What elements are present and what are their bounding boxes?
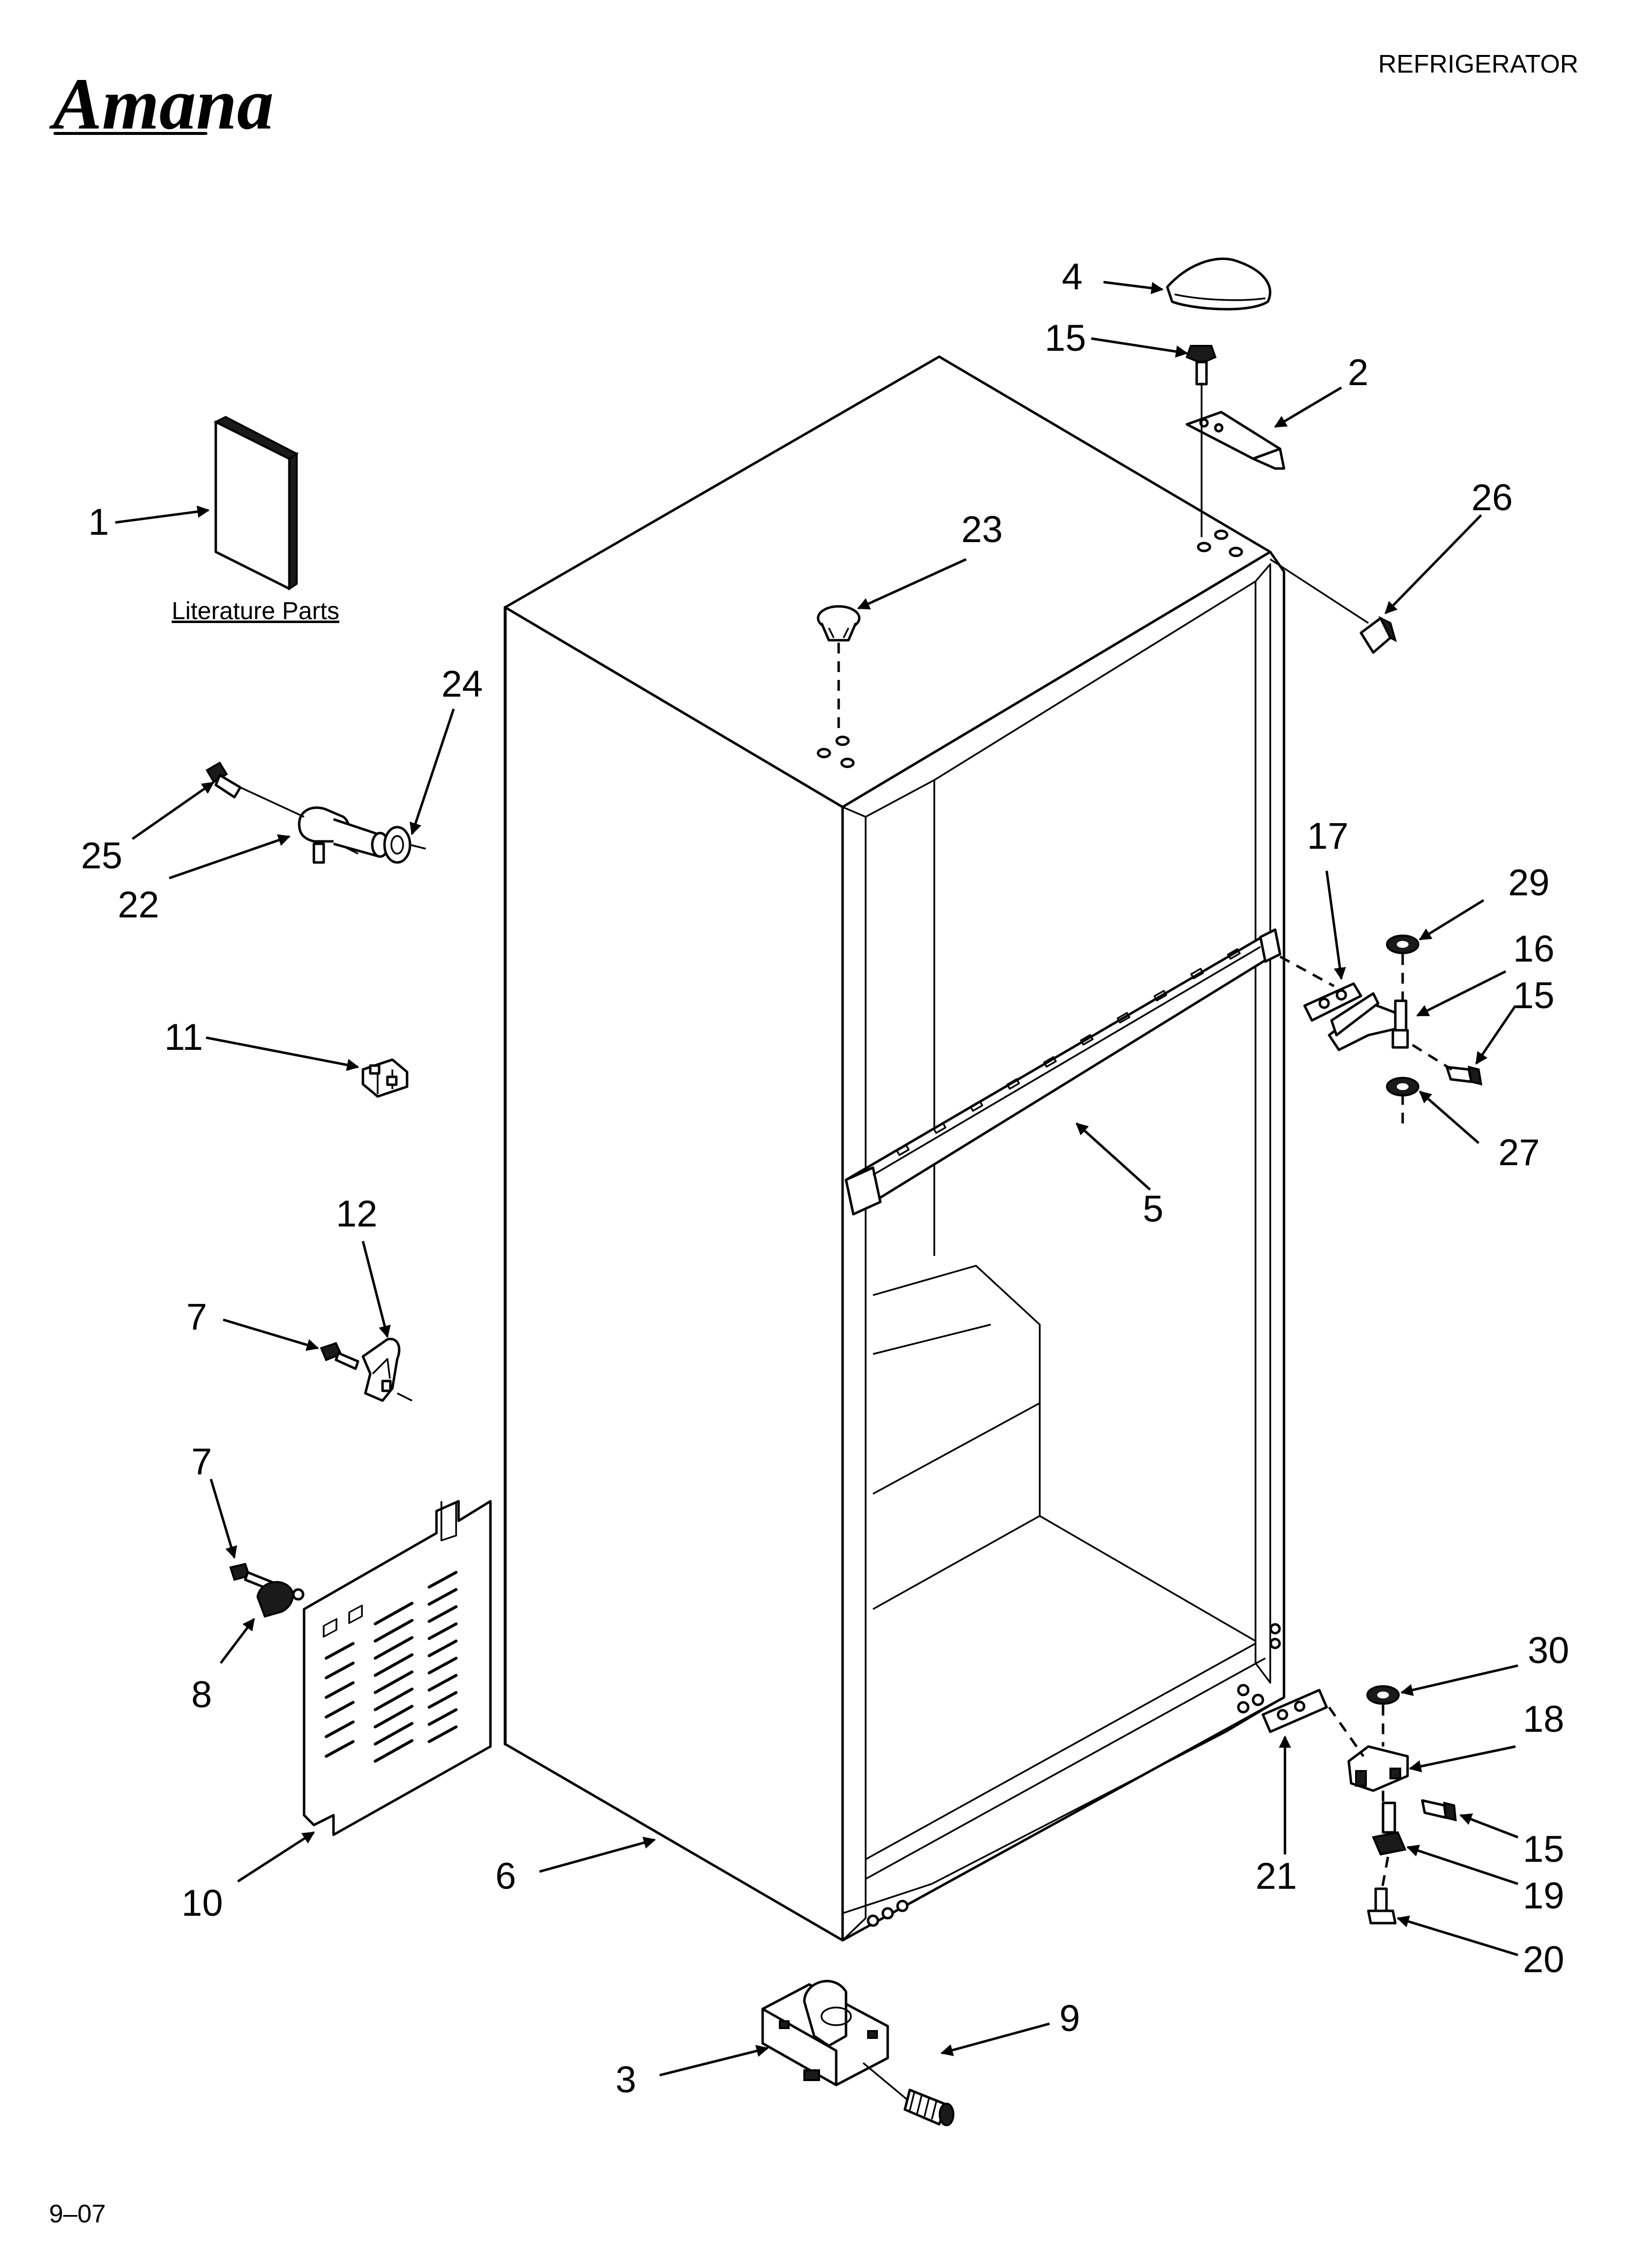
- bottom-hinge-screw: [1421, 1799, 1457, 1822]
- bottom-hinge-bracket: [1347, 1745, 1409, 1792]
- callout-5: 5: [1143, 1188, 1163, 1230]
- callout-27: 27: [1498, 1132, 1540, 1173]
- center-hinge-washer-upper: [1386, 935, 1419, 954]
- top-hinge-cover: [1166, 257, 1272, 311]
- callout-7-lower: 7: [191, 1441, 212, 1483]
- bottom-hinge-washer: [1366, 1685, 1400, 1705]
- literature-parts-booklet: [213, 416, 299, 591]
- callout-labels: 1 2 3 4 5 6 7 7 8 9 10 11 12 15 15 15 16…: [81, 256, 1569, 2101]
- date-code: 9–07: [49, 2200, 106, 2228]
- callout-21: 21: [1256, 1855, 1297, 1897]
- bottom-hinge-pin: [1372, 1801, 1407, 1856]
- literature-label: Literature Parts: [172, 597, 339, 625]
- callout-25: 25: [81, 835, 123, 877]
- front-leveling-block: [761, 1980, 889, 2086]
- callout-18: 18: [1523, 1698, 1565, 1740]
- panel-vent-slots: [325, 1571, 458, 1763]
- top-hinge-screw: [1185, 345, 1217, 386]
- callout-11: 11: [164, 1017, 203, 1058]
- cabinet-assembly: [504, 355, 1285, 1942]
- callout-2: 2: [1348, 352, 1368, 393]
- callout-7-upper: 7: [186, 1296, 207, 1338]
- callout-26: 26: [1471, 477, 1513, 519]
- brand-logo-text: Amana: [49, 63, 274, 145]
- callout-22: 22: [118, 884, 159, 926]
- hinge-hole-plug: [1270, 558, 1397, 654]
- water-fitting-assembly: [205, 761, 426, 864]
- callout-9: 9: [1059, 1998, 1080, 2039]
- cabinet-bottom-holes: [867, 1623, 1281, 1927]
- callout-12: 12: [336, 1193, 378, 1235]
- callout-24: 24: [441, 663, 483, 705]
- fitting-bracket: [298, 806, 389, 864]
- mounting-screw-upper: [320, 1342, 359, 1370]
- leveling-screw: [862, 2062, 954, 2126]
- rear-access-panel: [303, 1500, 492, 1836]
- center-hinge-screw: [1445, 1066, 1483, 1086]
- callout-1: 1: [88, 501, 109, 543]
- callout-29: 29: [1508, 862, 1550, 904]
- callout-10: 10: [181, 1882, 223, 1924]
- wire-clamp: [361, 1337, 412, 1402]
- callout-15-top: 15: [1045, 317, 1086, 359]
- leader-lines: [115, 281, 1518, 2077]
- cabinet-top-holes: [817, 529, 1243, 768]
- center-hinge-washer-lower: [1386, 1077, 1419, 1096]
- callout-8: 8: [191, 1674, 212, 1716]
- fitting-nut: [383, 826, 426, 864]
- page-title: REFRIGERATOR: [1378, 50, 1578, 78]
- callout-15-middle: 15: [1513, 975, 1555, 1017]
- top-hinge-bracket: [1185, 383, 1285, 537]
- brand-logo: Amana: [49, 63, 274, 145]
- callout-17: 17: [1307, 815, 1349, 857]
- wire-clip: [361, 1058, 409, 1098]
- callout-15-bottom: 15: [1523, 1828, 1565, 1870]
- bottom-hinge-bolt: [1367, 1887, 1397, 1925]
- center-mullion-rail: [845, 928, 1282, 1216]
- callout-6: 6: [495, 1855, 516, 1897]
- callout-4: 4: [1062, 256, 1082, 298]
- top-plug-button: [817, 605, 861, 731]
- center-hinge-bracket: [1328, 992, 1409, 1051]
- cord-clamp: [256, 1581, 305, 1618]
- callout-20: 20: [1523, 1939, 1565, 1981]
- callout-3: 3: [616, 2059, 636, 2101]
- callout-30: 30: [1528, 1630, 1569, 1671]
- callout-19: 19: [1523, 1875, 1565, 1917]
- center-hinge-shim: [1303, 982, 1362, 1022]
- bottom-hinge-shim: [1261, 1689, 1328, 1733]
- fitting-screw: [205, 761, 242, 799]
- callout-23: 23: [961, 509, 1003, 550]
- callout-16: 16: [1513, 928, 1555, 970]
